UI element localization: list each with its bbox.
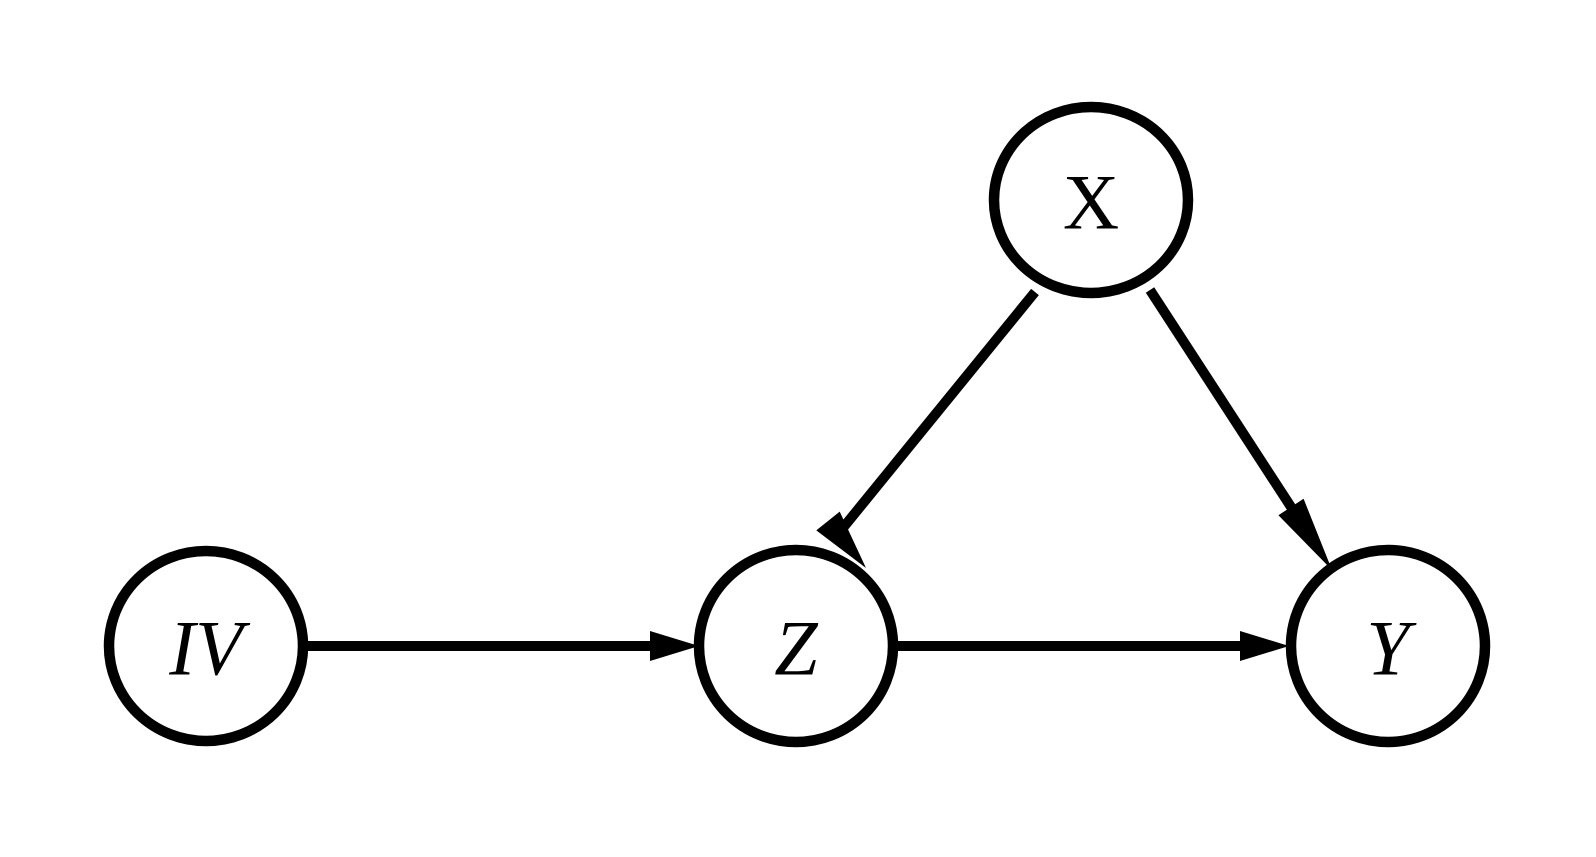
edge-x-to-y	[1145, 287, 1332, 570]
node-x-circle[interactable]	[988, 101, 1194, 299]
node-x-label: X	[1063, 159, 1119, 246]
edge-iv-to-z	[305, 631, 699, 661]
arrowhead-x-to-z	[816, 511, 866, 568]
edge-line-x-to-y	[1145, 287, 1311, 533]
edge-x-to-z	[816, 288, 1039, 568]
arrowhead-x-to-y	[1278, 498, 1332, 570]
edge-line-x-to-z	[834, 288, 1039, 538]
node-z-circle[interactable]	[693, 544, 899, 748]
node-z[interactable]: Z	[693, 544, 899, 748]
node-x[interactable]: X	[988, 101, 1194, 299]
edges-group	[305, 287, 1332, 661]
node-iv-label: IV	[168, 605, 251, 692]
node-y-label: Y	[1366, 605, 1417, 692]
node-iv-circle[interactable]	[103, 545, 309, 747]
edge-z-to-y	[895, 631, 1289, 661]
nodes-group: IV X Z Y	[103, 101, 1491, 748]
node-y-circle[interactable]	[1285, 544, 1491, 748]
node-y[interactable]: Y	[1285, 544, 1491, 748]
node-z-label: Z	[774, 605, 819, 692]
arrowhead-z-to-y	[1240, 631, 1289, 661]
node-iv[interactable]: IV	[103, 545, 309, 747]
arrowhead-iv-to-z	[650, 631, 699, 661]
